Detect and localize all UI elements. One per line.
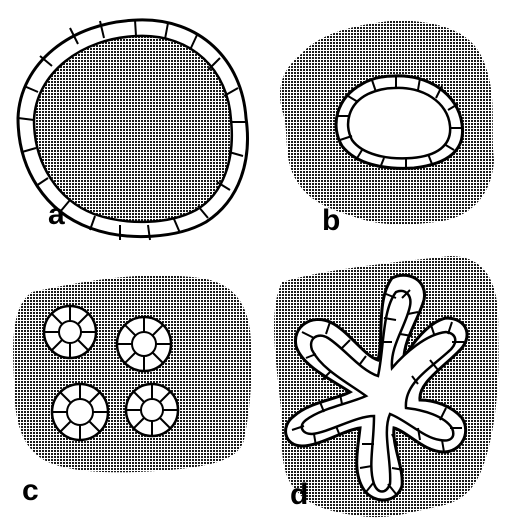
panel-c-rosette-3 xyxy=(52,384,108,440)
panel-c xyxy=(13,275,251,472)
panel-b-lumen xyxy=(348,88,450,159)
panel-c-label: c xyxy=(22,474,39,507)
panel-d-label: d xyxy=(290,478,308,511)
panel-b xyxy=(280,20,494,224)
panel-a-core xyxy=(34,36,232,222)
panel-c-mass xyxy=(13,275,251,472)
panel-c-rosette-1 xyxy=(44,306,96,358)
panel-a-label: a xyxy=(48,198,65,231)
panel-c-rosette-2 xyxy=(117,317,171,371)
panel-c-rosette-4 xyxy=(126,384,178,436)
panel-b-label: b xyxy=(322,204,340,237)
